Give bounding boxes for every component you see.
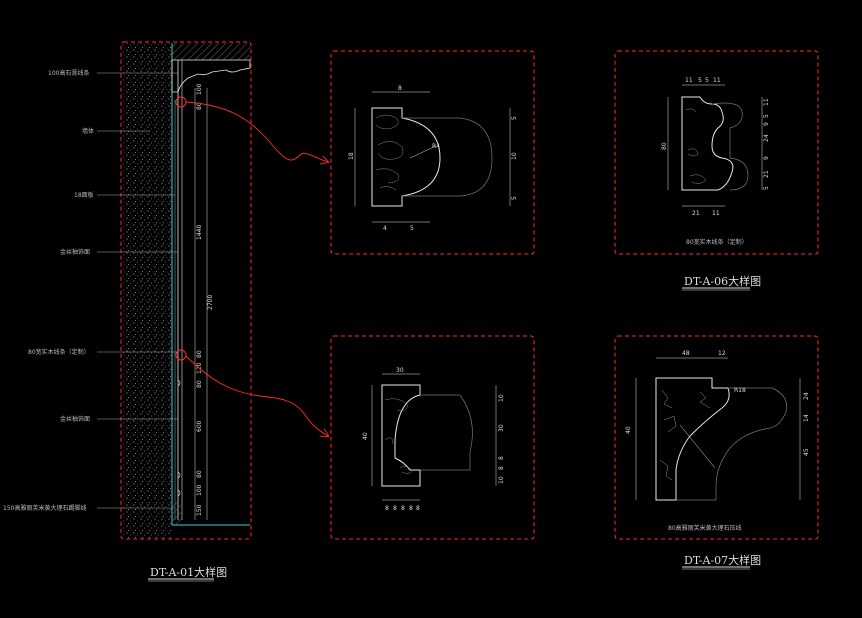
dim-label: 40 xyxy=(625,426,632,434)
dim-label: 80 xyxy=(196,350,203,358)
dim-label: 100 xyxy=(196,484,203,496)
dim-label: 8 xyxy=(393,505,397,512)
detail-c-caption: 80宽实木线条（定制） xyxy=(686,238,748,246)
dim-label: 2700 xyxy=(207,295,214,310)
molding-marker-top xyxy=(175,96,187,108)
dim-label: 21 xyxy=(763,170,770,178)
label-wood-molding: 80宽实木线条（定制） xyxy=(28,348,90,356)
dim-label: 8 xyxy=(498,466,505,470)
dim-label: 11 xyxy=(763,98,770,106)
dim-label: 24 xyxy=(763,134,770,142)
detail-d-frame xyxy=(614,335,819,540)
profile-c-wood xyxy=(681,96,734,191)
dim-label: 4 xyxy=(383,225,387,232)
dim-label: 80 xyxy=(196,380,203,388)
dim-label: 10 xyxy=(498,394,505,402)
dim-label: 30 xyxy=(498,424,505,432)
dim-label: 11 xyxy=(712,210,720,217)
detail-c-dims: 11 5 5 11 11 5 9 24 9 21 5 80 21 11 xyxy=(661,77,770,217)
dim-label: 5 xyxy=(511,196,518,200)
dim-label: 80 xyxy=(661,142,668,150)
profile-d-ghost xyxy=(676,387,788,501)
detail-d-title: DT-A-07大样图 xyxy=(684,553,761,567)
callout-arrow-top xyxy=(185,101,328,162)
dim-label: R4 xyxy=(432,143,440,150)
callout-arrow-mid xyxy=(185,355,328,436)
dim-label: 8 xyxy=(385,505,389,512)
dim-label: 80 xyxy=(196,470,203,478)
dim-label: 8 xyxy=(409,505,413,512)
dim-label: 5 xyxy=(705,77,709,84)
dim-label: 30 xyxy=(396,367,404,374)
dim-label: 21 xyxy=(692,210,700,217)
wall-hatch xyxy=(122,43,172,538)
dim-label: 5 xyxy=(410,225,414,232)
dim-label: 8 xyxy=(398,85,402,92)
dim-label: 45 xyxy=(803,448,810,456)
profile-a-ghost xyxy=(402,117,493,197)
dim-label: 12 xyxy=(718,350,726,357)
dim-label: 5 xyxy=(511,116,518,120)
dim-label: 11 xyxy=(685,77,693,84)
elevation-frame xyxy=(120,41,252,540)
dim-label: 8 xyxy=(401,505,405,512)
detail-d-caption: 80高雅丽芙米黄大理石压线 xyxy=(668,524,742,532)
elevation-dims: 100 80 1440 2700 80 120 80 600 80 100 15… xyxy=(196,83,214,516)
label-wall: 墙体 xyxy=(82,127,94,135)
molding-marker-mid xyxy=(175,349,187,361)
dim-label: 10 xyxy=(498,476,505,484)
elevation-title: DT-A-01大样图 xyxy=(150,565,227,579)
dim-label: 9 xyxy=(763,156,770,160)
detail-d: 48 12 24 14 45 40 R18 80高雅丽芙米黄大理石压线 DT-A… xyxy=(614,335,819,570)
dim-label: R18 xyxy=(734,387,746,394)
detail-c: 11 5 5 11 11 5 9 24 9 21 5 80 21 11 80宽实… xyxy=(614,50,819,291)
dim-label: 100 xyxy=(196,83,203,95)
label-gypsum-line: 100高石膏线条 xyxy=(48,69,89,77)
elevation-leaders: 100高石膏线条 墙体 18面板 金丝柚饰面 80宽实木线条（定制） 金丝柚饰面… xyxy=(3,69,178,512)
ceiling-hatch xyxy=(172,43,250,60)
elevation-view: 100 80 1440 2700 80 120 80 600 80 100 15… xyxy=(3,41,328,582)
label-veneer-bottom: 金丝柚饰面 xyxy=(60,415,90,423)
dim-label: 8 xyxy=(416,505,420,512)
dim-label: 5 xyxy=(763,114,770,118)
detail-c-title: DT-A-06大样图 xyxy=(684,274,761,288)
dim-label: 5 xyxy=(698,77,702,84)
detail-b-dims: 30 40 10 30 8 8 10 8 8 8 8 8 xyxy=(362,367,505,512)
profile-b-wood xyxy=(381,384,421,487)
label-skirting: 150高雅丽芙米黄大理石踢脚线 xyxy=(3,504,86,512)
profile-c-ghost xyxy=(711,102,749,191)
detail-a: 8 18 5 10 5 4 5 R4 xyxy=(330,50,535,255)
dim-label: 11 xyxy=(713,77,721,84)
detail-b: 30 40 10 30 8 8 10 8 8 8 8 8 xyxy=(330,335,535,540)
profile-d-marble xyxy=(655,377,730,501)
dim-label: 5 xyxy=(763,186,770,190)
dim-label: 1440 xyxy=(196,225,203,240)
detail-c-frame xyxy=(614,50,819,255)
dim-label: 48 xyxy=(682,350,690,357)
dim-label: 600 xyxy=(196,420,203,432)
detail-a-frame xyxy=(330,50,535,255)
profile-a-wood xyxy=(371,107,441,207)
dim-label: 9 xyxy=(763,122,770,126)
dim-label: 14 xyxy=(803,414,810,422)
dim-label: 150 xyxy=(196,504,203,516)
dim-label: 10 xyxy=(511,152,518,160)
detail-a-dims: 8 18 5 10 5 4 5 R4 xyxy=(348,85,518,232)
dim-label: 18 xyxy=(348,152,355,160)
profile-b-ghost xyxy=(420,394,473,471)
dim-label: 24 xyxy=(803,392,810,400)
dim-label: 40 xyxy=(362,432,369,440)
dim-label: 80 xyxy=(196,102,203,110)
label-veneer-top: 金丝柚饰面 xyxy=(60,248,90,256)
crown-molding xyxy=(171,59,251,93)
detail-d-dims: 48 12 24 14 45 40 R18 xyxy=(625,350,810,500)
dim-label: 8 xyxy=(498,456,505,460)
label-panel: 18面板 xyxy=(74,191,94,199)
detail-b-frame xyxy=(330,335,535,540)
